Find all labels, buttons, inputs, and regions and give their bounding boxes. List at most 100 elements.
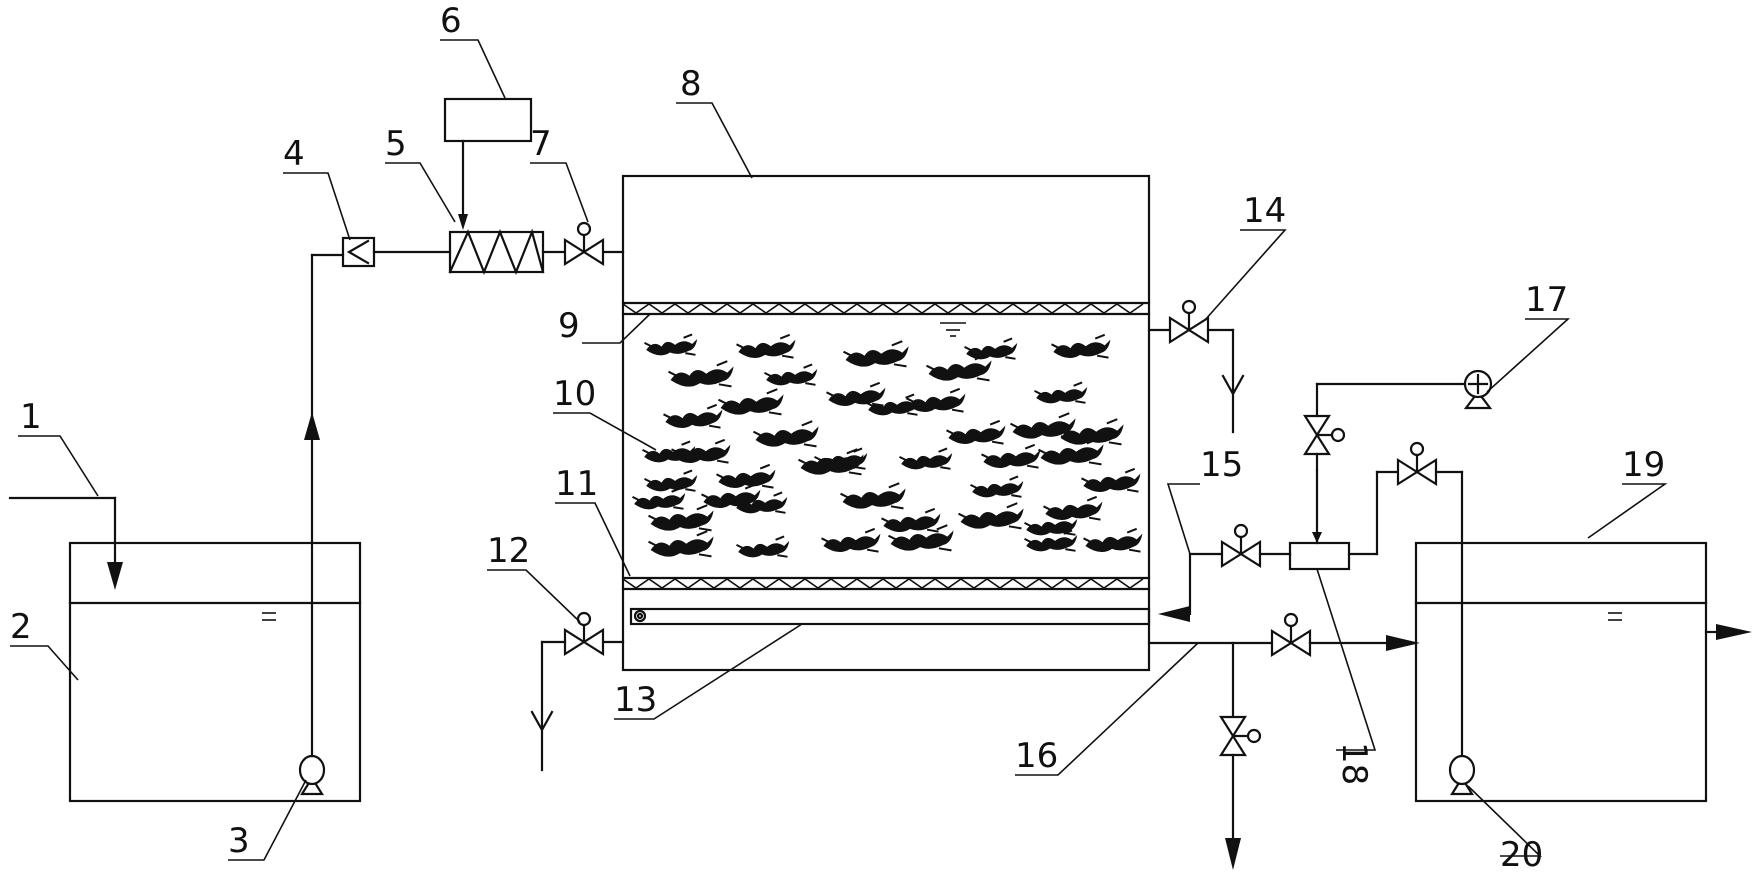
media-fiber	[798, 448, 862, 476]
media-cluster	[718, 469, 776, 489]
media-cluster	[755, 426, 819, 447]
label-15: 15	[1200, 445, 1243, 485]
media-cluster	[845, 346, 909, 367]
media-cluster	[1083, 473, 1141, 493]
media-fiber	[866, 393, 918, 416]
media-fiber	[981, 443, 1039, 469]
label-6: 6	[440, 1, 462, 41]
label-2: 2	[10, 607, 32, 647]
label-17: 17	[1525, 280, 1568, 320]
media-cluster	[1045, 501, 1103, 521]
media-fiber	[1051, 333, 1109, 359]
media-cluster	[842, 488, 906, 509]
return-line-valve	[1396, 441, 1464, 758]
media-fiber	[899, 447, 951, 470]
media-fiber	[736, 535, 788, 558]
filter-media-10	[632, 333, 1143, 558]
media-fiber	[843, 340, 907, 368]
media-cluster	[908, 393, 966, 413]
media-cluster	[883, 513, 941, 533]
media-cluster	[966, 342, 1018, 360]
blower-line-valve	[1303, 382, 1468, 472]
media-cluster	[634, 492, 686, 510]
flowmeter-18	[1288, 468, 1400, 571]
media-fiber	[663, 403, 721, 429]
media-fiber	[1058, 418, 1122, 446]
media-cluster	[828, 387, 886, 407]
tank-inflow-line	[8, 496, 123, 590]
valve-7	[563, 221, 605, 266]
media-cluster	[736, 496, 788, 514]
media-cluster	[1026, 534, 1078, 552]
air-line-15	[1158, 523, 1292, 622]
media-fiber	[906, 387, 964, 413]
label-8: 8	[680, 64, 702, 104]
pump-3	[298, 754, 326, 796]
pump-20	[1448, 754, 1476, 796]
label-3: 3	[228, 821, 250, 861]
media-fiber	[736, 333, 794, 359]
label-1: 1	[20, 397, 42, 437]
media-fiber	[648, 530, 712, 558]
media-cluster	[673, 444, 731, 464]
media-cluster	[960, 508, 1024, 529]
media-cluster	[800, 454, 864, 475]
media-fiber	[964, 337, 1016, 360]
media-fiber	[958, 502, 1022, 530]
drain-valve-12	[530, 611, 625, 772]
media-fiber	[821, 527, 879, 553]
media-fiber	[734, 491, 786, 514]
label-7: 7	[530, 124, 552, 164]
outlet-line-16	[1147, 612, 1420, 870]
media-fiber	[671, 438, 729, 464]
label-9: 9	[558, 306, 580, 346]
media-cluster	[1026, 518, 1078, 536]
media-cluster	[738, 540, 790, 558]
label-5: 5	[385, 124, 407, 164]
media-fiber	[632, 487, 684, 510]
media-fiber	[970, 475, 1022, 498]
dosing-unit-6	[443, 97, 533, 230]
media-cluster	[646, 338, 698, 356]
media-fiber	[840, 482, 904, 510]
reactor-8	[621, 174, 1151, 672]
media-cluster	[823, 533, 881, 553]
media-fiber	[1024, 529, 1076, 552]
media-cluster	[1040, 444, 1104, 465]
media-fiber	[764, 363, 816, 386]
callout-labels: 1 2 3 4 5 6 7 8 9 10 11 12 13 14 15 16 1…	[10, 1, 1665, 875]
media-fiber	[1043, 495, 1101, 521]
media-cluster	[650, 510, 714, 531]
media-cluster	[1085, 533, 1143, 553]
media-cluster	[720, 394, 784, 415]
media-cluster	[670, 366, 734, 387]
media-cluster	[948, 425, 1006, 445]
label-12: 12	[487, 531, 530, 571]
media-cluster	[766, 368, 818, 386]
label-20: 20	[1500, 835, 1543, 875]
label-14: 14	[1243, 191, 1286, 231]
media-fiber	[1081, 467, 1139, 493]
media-cluster	[928, 360, 992, 381]
label-16: 16	[1015, 736, 1058, 776]
blower-17	[1463, 369, 1493, 410]
media-cluster	[650, 536, 714, 557]
mixer-5	[448, 228, 545, 275]
media-fiber	[814, 447, 866, 470]
media-cluster	[665, 409, 723, 429]
label-4: 4	[283, 134, 305, 174]
label-13: 13	[614, 680, 657, 720]
label-18: 18	[1334, 742, 1374, 785]
check-valve-4	[341, 236, 376, 268]
valve-14	[1147, 299, 1245, 434]
media-fiber	[753, 420, 817, 448]
media-fiber	[644, 333, 696, 356]
media-cluster	[1036, 386, 1088, 404]
feed-pipe	[304, 250, 625, 758]
media-cluster	[738, 339, 796, 359]
media-fiber	[648, 504, 712, 532]
media-fiber	[1038, 438, 1102, 466]
media-fiber	[926, 354, 990, 382]
leader-lines	[10, 39, 1668, 861]
